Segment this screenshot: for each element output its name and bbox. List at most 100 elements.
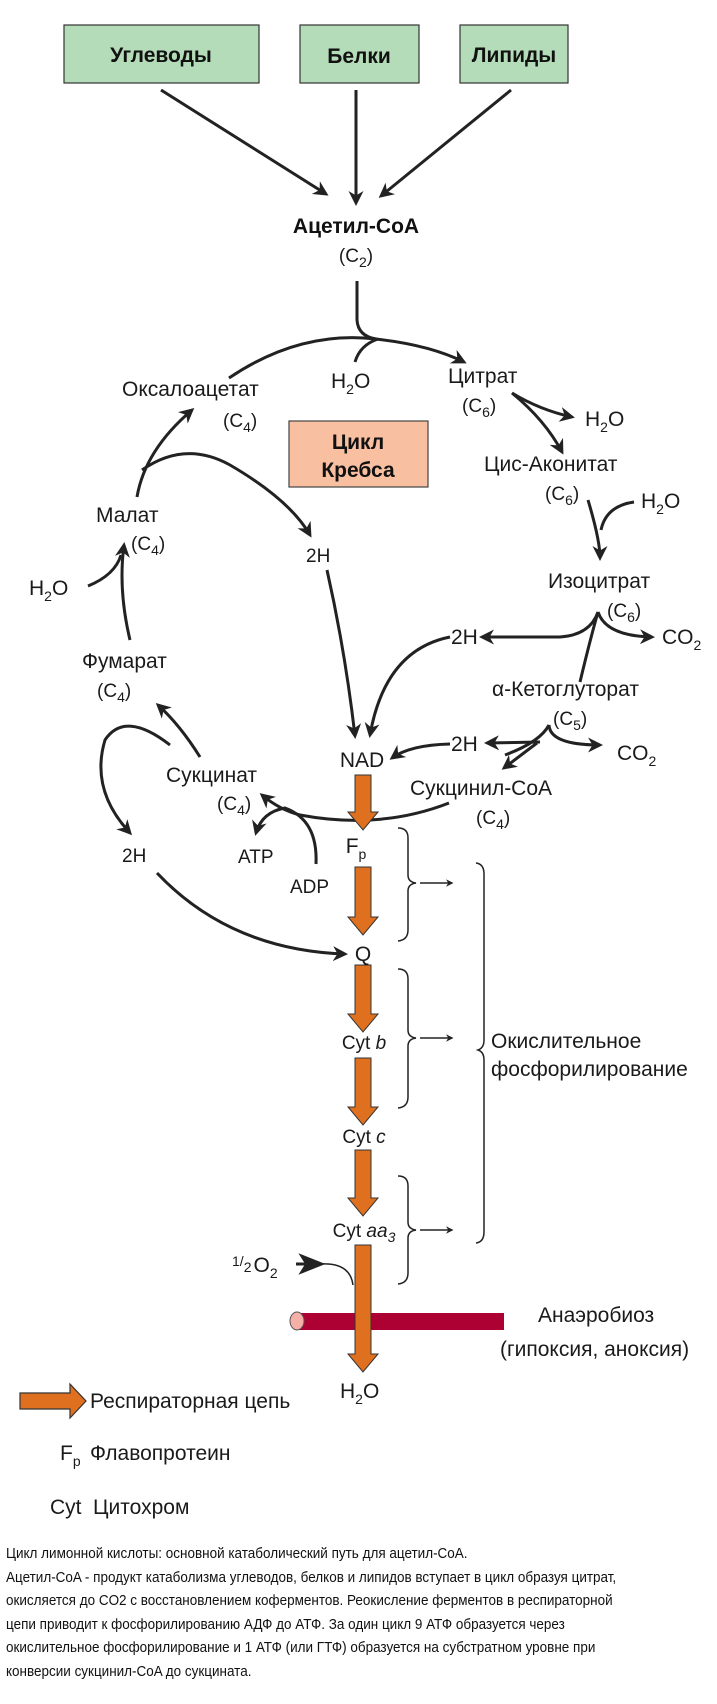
co2-label: CO2 <box>617 742 657 769</box>
legend-cytochrome: Cyt Цитохром <box>50 1496 189 1519</box>
water-label: H2O <box>585 408 624 435</box>
respiratory-chain-arrows <box>346 774 380 1373</box>
arrow-2h-to-nad <box>325 569 362 739</box>
caption-line: окислительное фосфорилирование и 1 АТФ (… <box>6 1640 596 1656</box>
two-h-label: 2H <box>451 626 478 649</box>
arrow-fp-to-q <box>346 866 380 936</box>
isocitrate-carbons: (C6) <box>607 601 641 625</box>
arrow-2h-to-q <box>155 871 348 962</box>
arrow-cis-aconitate-to-isocitrate <box>586 499 608 561</box>
succinyl-coa-label: Сукцинил-CoA <box>410 777 552 800</box>
figure-caption: Цикл лимонной кислоты: основной катаболи… <box>6 1543 664 1684</box>
citrate-carbons: (C6) <box>462 396 496 420</box>
brace-cyt-c-oxygen <box>397 1175 417 1285</box>
arrow-cyt-aa3-to-water <box>346 1244 380 1373</box>
cis-aconitate-label: Цис-Аконитат <box>484 453 618 476</box>
arrow-isocitrate-to-co2 <box>596 611 655 645</box>
caption-line: цепи приводит к фосфорилированию АДФ до … <box>6 1616 565 1633</box>
water-product-label: H2O <box>340 1380 379 1407</box>
source-box-carbohydrates: Углеводы <box>63 24 260 84</box>
arrow-isocitrate-to-2h <box>479 611 600 645</box>
caption-line: окисляется до CO2 с восстановлением кофе… <box>6 1593 613 1609</box>
source-label: Липиды <box>472 44 557 67</box>
source-label: Углеводы <box>110 44 212 67</box>
acetyl-entry-line <box>355 281 377 341</box>
source-box-lipids: Липиды <box>459 24 569 84</box>
arrow-carbs-to-acetyl <box>160 88 329 196</box>
arrow-cyt-b-to-cyt-c <box>346 1057 380 1126</box>
malate-label: Малат <box>96 504 159 527</box>
atp-label: ATP <box>238 847 274 868</box>
arrow-2h-to-nad <box>364 635 451 738</box>
arrow-ketoglutarate-to-co2 <box>547 724 603 753</box>
citrate-label: Цитрат <box>448 365 518 388</box>
source-label: Белки <box>327 45 391 68</box>
acetyl-coa-carbons: (C2) <box>339 246 373 270</box>
half-oxygen-label: 1/2O2 <box>232 1253 278 1281</box>
arrow-citrate-to-cis-aconitate <box>511 391 564 455</box>
arrow-isocitrate-to-ketoglutarate <box>578 611 600 683</box>
acetyl-coa-label: Ацетил-CoA <box>293 215 419 238</box>
oxygen-curve <box>319 1263 354 1286</box>
water-entry-isocitrate <box>599 500 635 531</box>
co2-label: CO2 <box>662 626 702 653</box>
legend-fp-symbol: Fp <box>60 1442 81 1469</box>
arrow-succinate-to-2h <box>99 724 171 836</box>
fp-label: Fp <box>346 835 367 862</box>
arrow-succinate-to-fumarate <box>155 702 202 758</box>
source-box-proteins: Белки <box>299 24 420 84</box>
oxphos-label-line1: Окислительное <box>491 1030 641 1053</box>
anaerobiosis-block-bar <box>289 1311 504 1331</box>
alpha-ketoglutarate-carbons: (C5) <box>553 709 587 733</box>
krebs-cycle-box: Цикл Кребса <box>288 420 429 488</box>
succinate-carbons: (C4) <box>217 794 251 818</box>
anaerobiosis-sub-label: (гипоксия, аноксия) <box>500 1338 689 1361</box>
two-h-label: 2H <box>122 846 146 867</box>
arrow-lipids-to-acetyl <box>378 88 512 198</box>
arrow-ketoglutarate-to-2h <box>484 735 541 751</box>
arrow-citrate-to-water <box>511 391 575 422</box>
brace-q-cyt-c <box>397 968 417 1109</box>
arrow-nad-to-fp <box>346 774 380 831</box>
arrow-adp-to-atp <box>252 806 318 865</box>
water-entry-citrate <box>353 337 379 363</box>
krebs-title-line1: Цикл <box>332 431 384 454</box>
legend-flavoprotein: Fp Флавопротеин <box>60 1442 230 1469</box>
arrow-2h-to-nad <box>389 742 451 760</box>
arrow-malate-to-oxaloacetate <box>135 408 195 498</box>
arrow-fumarate-to-malate <box>114 542 132 641</box>
two-h-label: 2H <box>451 733 478 756</box>
two-h-label: 2H <box>306 546 330 567</box>
krebs-title-line2: Кребса <box>321 459 395 482</box>
caption-line: Ацетил-CoA - продукт катаболизма углевод… <box>6 1569 617 1586</box>
arrow-malate-to-2h <box>141 452 312 538</box>
caption-line: конверсии сукцинил-CoA до сукцината. <box>6 1663 252 1680</box>
oxaloacetate-carbons: (C4) <box>223 411 257 435</box>
adp-label: ADP <box>290 877 329 898</box>
legend-flavoprotein-label: Флавопротеин <box>90 1442 230 1465</box>
legend-cyt-symbol: Cyt <box>50 1496 82 1519</box>
cis-aconitate-carbons: (C6) <box>545 484 579 508</box>
arrow-oxaloacetate-to-citrate <box>228 336 467 380</box>
arrow-cyt-c-to-cyt-aa3 <box>346 1149 380 1217</box>
fumarate-carbons: (C4) <box>97 681 131 705</box>
anaerobiosis-label: Анаэробиоз <box>538 1304 654 1327</box>
q-label: Q <box>355 943 371 966</box>
alpha-ketoglutarate-label: α-Кетоглуторат <box>492 678 639 701</box>
arrow-q-to-cyt-b <box>346 964 380 1033</box>
isocitrate-label: Изоцитрат <box>548 570 650 593</box>
legend-respiratory-chain-label: Респираторная цепь <box>90 1390 290 1413</box>
caption-line: Цикл лимонной кислоты: основной катаболи… <box>6 1546 468 1562</box>
oxphos-bracket <box>475 862 485 1244</box>
nad-label: NAD <box>340 749 384 772</box>
fumarate-label: Фумарат <box>82 650 167 673</box>
cyt-b-label: Cyt b <box>342 1033 386 1054</box>
brace-nad-q <box>397 827 417 942</box>
oxaloacetate-label: Оксалоацетат <box>122 378 259 401</box>
arrow-ketoglutarate-to-succinyl-coa <box>501 741 538 770</box>
oxphos-label-line2: фосфорилирование <box>491 1058 688 1081</box>
legend-cytochrome-label: Цитохром <box>93 1496 189 1519</box>
succinyl-coa-carbons: (C4) <box>476 808 510 832</box>
legend-respiratory-chain: Респираторная цепь <box>19 1382 290 1420</box>
water-entry-malate <box>87 554 123 588</box>
